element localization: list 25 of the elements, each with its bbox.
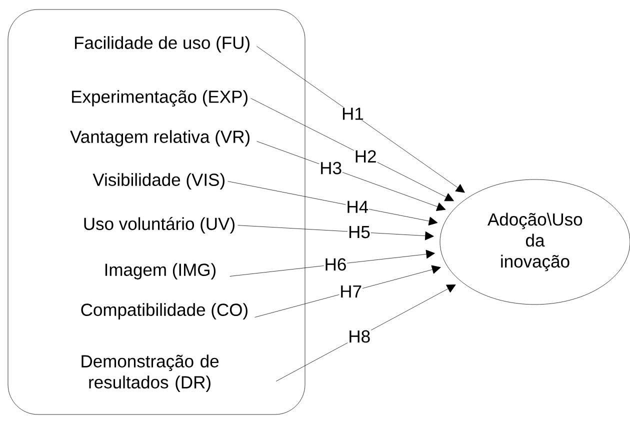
edge-label: H1	[341, 107, 364, 120]
factor-label: Uso voluntário (UV)	[84, 217, 234, 234]
factor-label: Visibilidade (VIS)	[92, 173, 224, 190]
edge-label: H2	[354, 150, 378, 163]
edge-label: H3	[319, 161, 342, 175]
arrow	[276, 284, 456, 382]
arrow	[238, 225, 434, 240]
arrow	[250, 98, 454, 202]
edge-label: H5	[348, 226, 371, 239]
edge-label: H7	[339, 284, 363, 298]
arrow	[256, 141, 446, 211]
edge-label: H8	[348, 330, 372, 344]
rounded-box	[8, 9, 306, 415]
factor-label: Experimentação (EXP)	[72, 90, 248, 106]
edge-label: H6	[324, 258, 348, 272]
factor-label: Compatibilidade (CO)	[81, 303, 248, 320]
edge-label: H4	[346, 200, 370, 214]
arrow	[228, 181, 438, 226]
arrow	[254, 265, 441, 318]
factor-label: Vantagem relativa (VR)	[70, 130, 250, 146]
factor-label: Facilidade de uso (FU)	[75, 36, 250, 52]
arrow	[256, 46, 465, 193]
factor-label: Demonstração de resultados (DR)	[82, 354, 219, 392]
factor-label: Imagem (IMG)	[105, 263, 216, 280]
arrow	[230, 250, 435, 276]
